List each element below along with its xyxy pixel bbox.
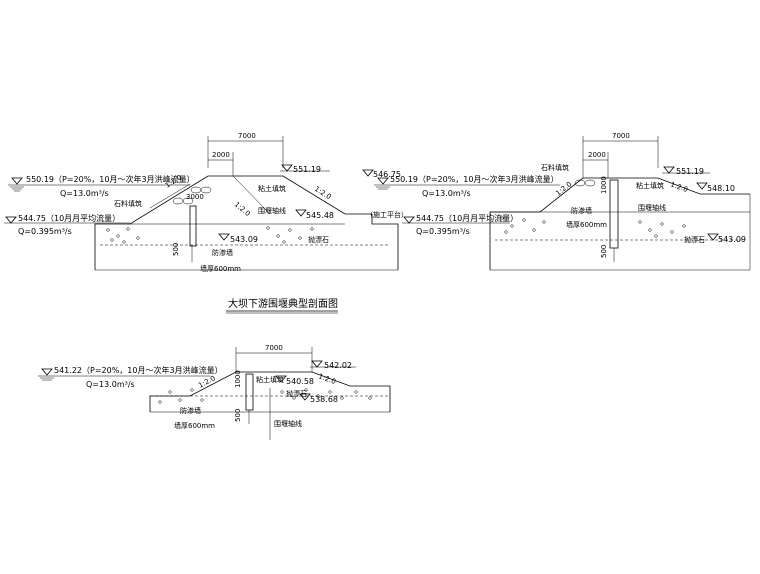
water-level-high-label: 550.19（P=20%，10月～次年3月洪峰流量） — [26, 174, 195, 184]
slope-label: 1:2.0 — [317, 372, 337, 386]
rock-symbol — [200, 186, 212, 194]
elevation-triangle — [275, 375, 287, 383]
rock-symbol — [182, 197, 194, 205]
wall-thickness-label: 墙厚600mm — [174, 421, 215, 430]
elevation-triangle — [707, 233, 719, 241]
water-level-triangle — [11, 177, 23, 185]
platform-label: （施工平台） — [366, 210, 408, 219]
gravel-pattern — [158, 388, 372, 404]
left-section: 7000 2000 550.19（P=20%，10月～次年3月洪峰流量） Q=1… — [4, 132, 408, 273]
water-level-low-label: 544.75（10月月平均流量） — [416, 213, 518, 223]
slope-label: 1:2.0 — [313, 185, 332, 201]
discharge-high-label: Q=13.0m³/s — [60, 189, 109, 198]
bottom-section: 7000 541.22（P=20%，10月～次年3月洪峰流量） Q=13.0m³… — [38, 344, 391, 440]
water-level-triangle — [5, 216, 17, 224]
rock-symbol — [584, 179, 596, 187]
rockfill-label: 石料填筑 — [114, 199, 142, 208]
dim-label-2000: 2000 — [588, 151, 606, 159]
elevation-triangle — [696, 182, 708, 190]
riprap-label: 抛漂石 — [308, 235, 329, 244]
riprap-label: 抛漂石 — [286, 389, 307, 398]
slope-label: 1:2.0 — [233, 200, 252, 218]
rockfill-label: 石料填筑 — [541, 163, 569, 172]
water-level-triangle — [403, 216, 415, 224]
mid-elevation-label: 540.58 — [286, 377, 314, 386]
clay-fill-label: 粘土填筑 — [258, 184, 286, 193]
discharge-low-label: Q=0.395m³/s — [416, 227, 470, 236]
wall-thickness-label: 墙厚600mm — [566, 220, 607, 229]
gravel-pattern — [500, 216, 686, 238]
elevation-triangle — [295, 209, 307, 217]
water-level-triangle — [377, 177, 389, 185]
crest-elevation-label: 551.19 — [293, 165, 321, 174]
slope-label: 1:2.0 — [669, 180, 689, 194]
inner-slope-line — [149, 183, 191, 209]
cutoff-wall-label: 防渗墙 — [180, 406, 201, 415]
riprap-label: 抛漂石 — [684, 235, 705, 244]
right-elevation-label: 548.10 — [707, 184, 735, 193]
dim-label-500: 500 — [234, 409, 242, 422]
clay-fill-label: 粘土填筑 — [636, 181, 664, 190]
elevation-triangle — [311, 360, 323, 368]
dim-label-7000: 7000 — [612, 132, 630, 140]
right-elevation-label: 545.48 — [306, 211, 334, 220]
cutoff-wall — [245, 373, 254, 411]
base-elevation-label: 543.09 — [718, 235, 746, 244]
base-elevation-label: 543.09 — [230, 235, 258, 244]
water-level-high-label: 550.19（P=20%，10月～次年3月洪峰流量） — [390, 174, 559, 184]
axis-label: 围堰轴线 — [274, 419, 302, 428]
dim-label-2000: 2000 — [212, 151, 230, 159]
dim-label-7000: 7000 — [265, 344, 283, 352]
embankment-outline — [94, 175, 399, 270]
elevation-triangle — [218, 233, 230, 241]
dim-label-500: 500 — [172, 243, 180, 256]
clay-fill-label: 粘土填筑 — [256, 375, 284, 384]
dim-label-3000: 3000 — [186, 193, 204, 201]
discharge-high-label: Q=13.0m³/s — [422, 189, 471, 198]
drawing-title: 大坝下游围堰典型剖面图 — [228, 297, 338, 310]
axis-label: 围堰轴线 — [638, 203, 666, 212]
discharge-high-label: Q=13.0m³/s — [86, 380, 135, 389]
dim-label-500: 500 — [600, 245, 608, 258]
base-elevation-label: 538.68 — [310, 395, 338, 404]
cutoff-wall — [609, 179, 619, 249]
cutoff-wall-label: 防渗墙 — [571, 206, 592, 215]
dim-label-1000: 1000 — [234, 370, 242, 388]
rock-symbol — [172, 197, 184, 205]
elevation-triangle — [281, 164, 293, 172]
water-level-triangle — [41, 368, 53, 376]
inner-slope-line — [232, 175, 271, 215]
gravel-pattern — [106, 226, 314, 244]
dim-label-1000: 1000 — [600, 176, 608, 194]
crest-elevation-label: 542.02 — [324, 361, 352, 370]
elevation-triangle — [663, 166, 675, 174]
axis-label: 围堰轴线 — [258, 206, 286, 215]
elevation-triangle — [299, 393, 311, 401]
far-elevation-label: 546.75 — [373, 170, 401, 179]
elevation-triangle — [362, 169, 374, 177]
discharge-low-label: Q=0.395m³/s — [18, 227, 72, 236]
cutoff-wall-label: 防渗墙 — [212, 248, 233, 257]
cutoff-wall — [189, 205, 197, 247]
water-level-low-label: 544.75（10月月平均流量） — [18, 213, 120, 223]
crest-elevation-label: 551.19 — [676, 167, 704, 176]
water-level-high-label: 541.22（P=20%，10月～次年3月洪峰流量） — [54, 365, 223, 375]
wall-thickness-label: 墙厚600mm — [200, 264, 241, 273]
right-section: 7000 2000 550.19（P=20%，10月～次年3月洪峰流量） Q=1… — [374, 132, 751, 271]
dim-label-7000: 7000 — [238, 132, 256, 140]
